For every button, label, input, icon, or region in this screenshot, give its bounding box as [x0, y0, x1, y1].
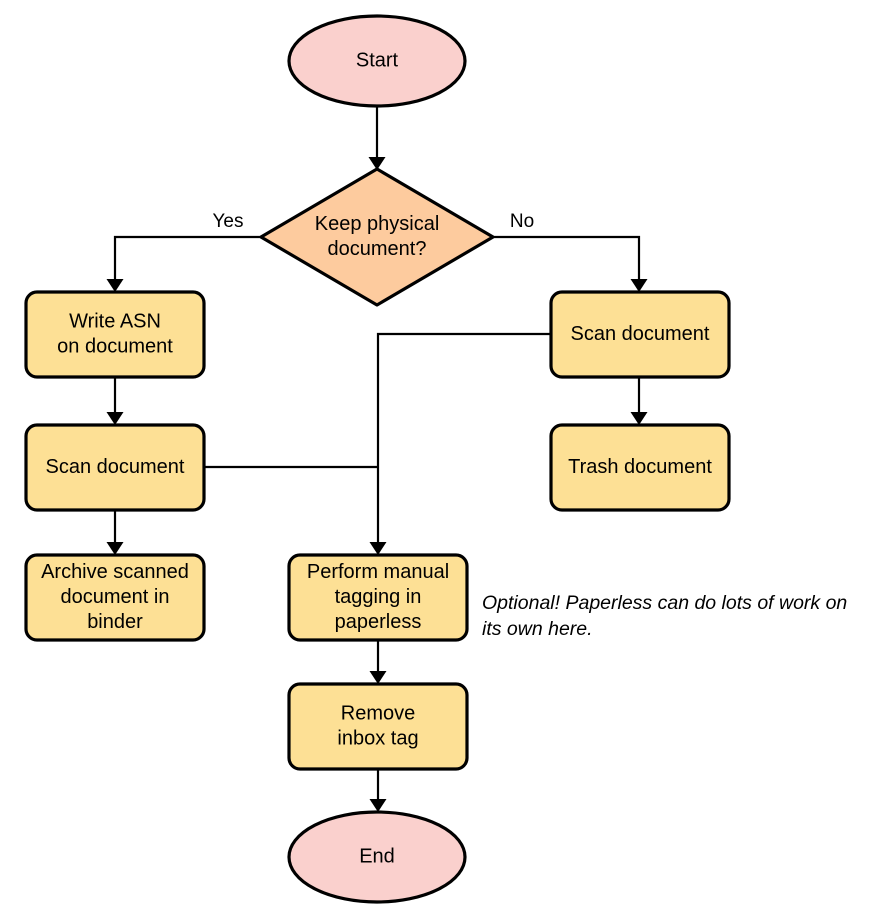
edges-layer: Yes No — [106, 106, 648, 812]
node-scan-document-right[interactable]: Scan document — [549, 290, 731, 379]
process-shape[interactable] — [287, 682, 469, 771]
arrowhead-icon — [106, 279, 124, 292]
edge-label: Yes — [213, 211, 244, 232]
edge-scan-left-to-archive — [106, 510, 124, 555]
edge-write-asn-to-scan-left — [106, 377, 124, 425]
arrowhead-icon — [106, 412, 124, 425]
terminator-shape[interactable] — [287, 14, 467, 108]
process-shape[interactable] — [549, 423, 731, 512]
process-shape[interactable] — [24, 290, 206, 379]
edge-start-to-decision — [368, 106, 386, 170]
edge-manual-tagging-to-remove-inbox — [369, 640, 387, 684]
terminator-shape[interactable] — [287, 810, 467, 904]
node-end[interactable]: End — [287, 810, 467, 904]
edge-decision-no-to-scan-right: No — [493, 211, 648, 292]
arrowhead-icon — [369, 542, 387, 555]
node-scan-document-left[interactable]: Scan document — [24, 423, 206, 512]
edge-decision-yes-to-write-asn: Yes — [106, 211, 261, 292]
arrowhead-icon — [368, 157, 386, 170]
node-trash-document[interactable]: Trash document — [549, 423, 731, 512]
process-shape[interactable] — [24, 553, 206, 642]
edge-path — [376, 332, 551, 548]
arrowhead-icon — [630, 412, 648, 425]
decision-shape[interactable] — [259, 167, 495, 307]
edge-path — [113, 235, 261, 285]
edge-path — [493, 235, 641, 285]
annotation-optional-note: Optional! Paperless can do lots of work … — [482, 592, 847, 640]
node-start[interactable]: Start — [287, 14, 467, 108]
edge-scan-right-to-manual-tagging — [369, 332, 551, 555]
annotations-layer: Optional! Paperless can do lots of work … — [482, 592, 847, 640]
process-shape[interactable] — [24, 423, 206, 512]
arrowhead-icon — [369, 671, 387, 684]
edge-scan-right-to-trash — [630, 377, 648, 425]
edge-remove-inbox-to-end — [369, 769, 387, 812]
edge-label: No — [510, 211, 534, 232]
annotation-line: Optional! Paperless can do lots of work … — [482, 592, 847, 614]
arrowhead-icon — [106, 542, 124, 555]
process-shape[interactable] — [549, 290, 731, 379]
arrowhead-icon — [630, 279, 648, 292]
arrowhead-icon — [369, 799, 387, 812]
process-shape[interactable] — [287, 553, 469, 642]
annotation-line: its own here. — [482, 618, 593, 640]
